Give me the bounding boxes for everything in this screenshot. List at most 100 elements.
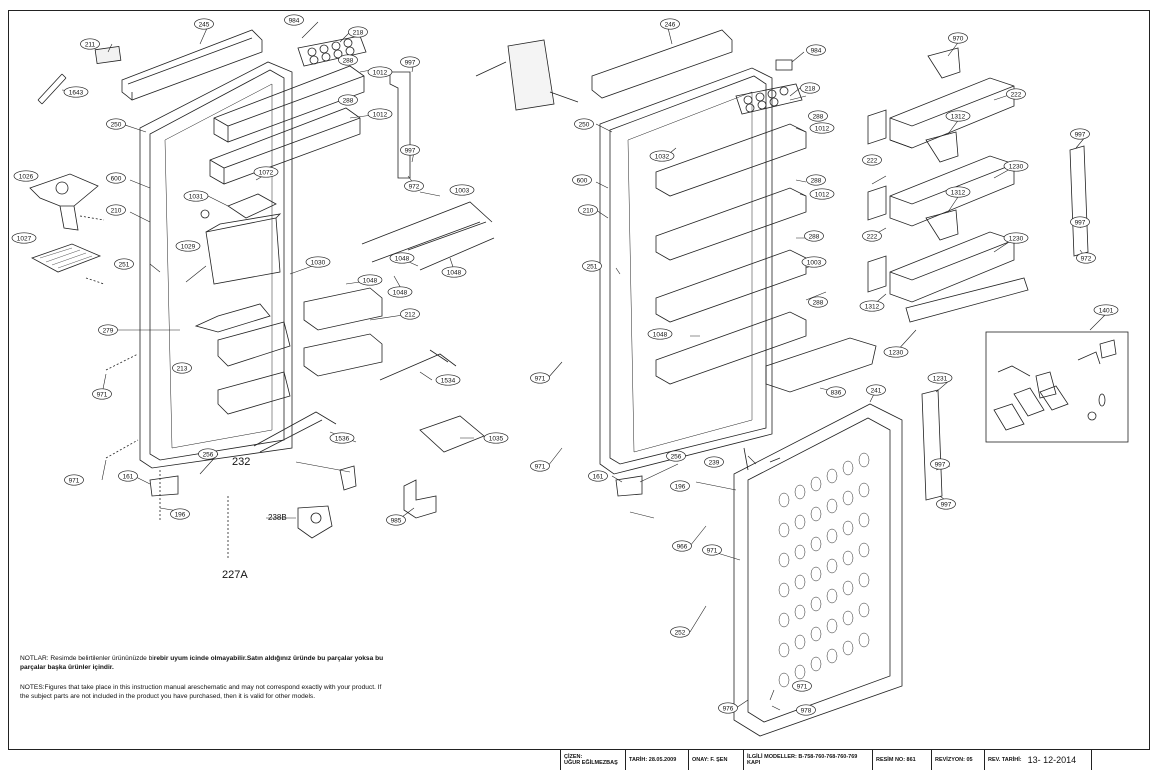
turkish-note-line1: NOTLAR: Resimde belirtilenler ürününüzde…: [20, 655, 154, 662]
callout-label: 288: [813, 299, 824, 306]
callout-bubble: [98, 324, 118, 336]
callout-222: 222: [862, 154, 882, 166]
callout-239: 239: [704, 456, 724, 468]
callout-label: 1012: [373, 69, 388, 76]
callout-bubble: [948, 32, 968, 44]
callout-label: 251: [587, 263, 598, 270]
callout-210: 210: [578, 204, 598, 216]
callout-bubble: [800, 82, 820, 94]
callout-288: 288: [808, 110, 828, 122]
panel-dimples: [778, 452, 870, 688]
callout-1048: 1048: [441, 266, 467, 278]
callout-bubble: [106, 204, 126, 216]
callout-1035: 1035: [483, 432, 509, 444]
callout-label: 971: [535, 375, 546, 382]
callout-label: 997: [941, 501, 952, 508]
callout-label: 239: [709, 459, 720, 466]
callout-label: 997: [1075, 131, 1086, 138]
accessory-kit-1401: [985, 331, 1129, 443]
callout-label: 250: [111, 121, 122, 128]
callout-212: 212: [400, 308, 420, 320]
callout-1231: 1231: [927, 372, 953, 384]
callout-bubble: [1006, 88, 1026, 100]
callout-label: 1312: [951, 113, 966, 120]
callout-label: 971: [535, 463, 546, 470]
callout-label: 1048: [395, 255, 410, 262]
callout-bubble: [1076, 252, 1096, 264]
title-block: ÇİZEN: UĞUR EĞİLMEZBAŞ TARİH: 28.05.2009…: [560, 750, 1092, 770]
callout-997: 997: [1070, 128, 1090, 140]
english-note-line1: NOTES:Figures that take place in this in…: [20, 684, 382, 691]
turkish-note: NOTLAR: Resimde belirtilenler ürününüzde…: [20, 655, 440, 672]
callout-label: 1231: [933, 375, 948, 382]
callout-label: 288: [813, 113, 824, 120]
tb-revision: REVİZYON: 05: [932, 750, 985, 770]
callout-600: 600: [106, 172, 126, 184]
callout-966: 966: [672, 540, 692, 552]
callout-bubble: [400, 308, 420, 320]
callout-971: 971: [792, 680, 812, 692]
callout-label: 1230: [889, 349, 904, 356]
plate-1035: [419, 415, 485, 453]
tb-models-label: İLGİLİ: [747, 753, 763, 760]
top-cap-246: [591, 29, 733, 99]
label-227a: 227A: [222, 569, 248, 581]
callout-600: 600: [572, 174, 592, 186]
callout-label: 256: [671, 453, 682, 460]
callout-1030: 1030: [305, 256, 331, 268]
callout-196: 196: [170, 508, 190, 520]
callout-196: 196: [670, 480, 690, 492]
hinge-left: [149, 475, 179, 497]
callout-1029: 1029: [175, 240, 201, 252]
callout-bubble: [400, 144, 420, 156]
callout-bubble: [63, 86, 89, 98]
drip-tray-1027: [31, 243, 102, 273]
callout-label: 256: [203, 451, 214, 458]
callout-bubble: [796, 704, 816, 716]
callout-label: 970: [953, 35, 964, 42]
callout-bubble: [172, 362, 192, 374]
callout-256: 256: [198, 448, 218, 460]
callout-bubble: [329, 432, 355, 444]
callout-1230: 1230: [1003, 232, 1029, 244]
callout-label: 1534: [441, 377, 456, 384]
callout-bubble: [389, 252, 415, 264]
callout-label: 1032: [655, 153, 670, 160]
callout-bubble: [114, 258, 134, 270]
callout-972: 972: [1076, 252, 1096, 264]
callout-972: 972: [404, 180, 424, 192]
callout-label: 971: [707, 547, 718, 554]
callout-label: 1012: [815, 125, 830, 132]
callout-bubble: [718, 702, 738, 714]
callout-1312: 1312: [859, 300, 885, 312]
turkish-note-line1-bold: rebir uyum icinde olmayabilir.Satın aldı…: [153, 655, 384, 662]
callout-1012: 1012: [809, 188, 835, 200]
callout-1003: 1003: [449, 184, 475, 196]
tb-part-label: KAPI: [747, 760, 761, 766]
callout-bubble: [582, 260, 602, 272]
callout-label: 984: [289, 17, 300, 24]
callout-1012: 1012: [367, 66, 393, 78]
callout-label: 600: [111, 175, 122, 182]
callout-251: 251: [114, 258, 134, 270]
callout-bubble: [183, 190, 209, 202]
callout-bubble: [449, 184, 475, 196]
callout-bubble: [806, 174, 826, 186]
callout-256: 256: [666, 450, 686, 462]
callout-label: 997: [405, 59, 416, 66]
callout-label: 218: [805, 85, 816, 92]
callout-1032: 1032: [649, 150, 675, 162]
callout-bubble: [866, 384, 886, 396]
part-984-right: [775, 59, 793, 71]
callout-1536: 1536: [329, 432, 355, 444]
callout-label: 997: [935, 461, 946, 468]
callout-bubble: [80, 38, 100, 50]
callout-1048: 1048: [389, 252, 415, 264]
callout-971: 971: [530, 372, 550, 384]
callout-bubble: [1003, 232, 1029, 244]
callout-bubble: [404, 180, 424, 192]
egg-tray-218-left: [297, 35, 367, 67]
callout-label: 246: [665, 21, 676, 28]
callout-bubble: [483, 432, 509, 444]
callout-971: 971: [92, 388, 112, 400]
